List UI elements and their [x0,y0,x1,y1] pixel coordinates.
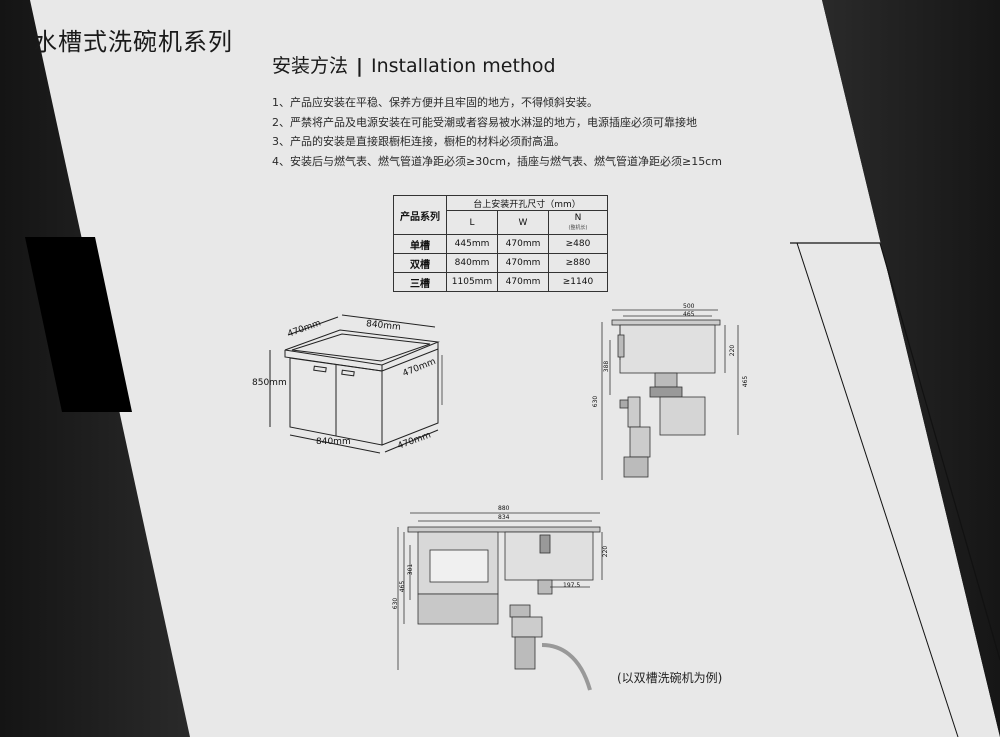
dim-388: 388 [603,360,611,373]
cell-l: 1105mm [446,272,498,292]
side-view-drawing [601,309,739,480]
table-group-header: 台上安装开孔尺寸（mm） [446,195,608,211]
column-header-l: L [446,210,498,235]
cell-w: 470mm [497,253,549,273]
left-black-block [25,237,132,412]
instruction-item: 1、产品应安装在平稳、保养方便并且牢固的地方，不得倾斜安装。 [272,96,598,109]
table-row: 单槽 445mm 470mm ≥480 [393,234,608,254]
column-header-n: N(整机长) [548,210,608,235]
section-title-cn: 安装方法 [272,55,349,77]
right-outline-frame [790,242,1000,661]
cell-w: 470mm [497,234,549,254]
cutout-size-table: 产品系列 台上安装开孔尺寸（mm） L W N(整机长) 单槽 445mm 47… [393,195,608,292]
series-title: 水槽式洗碗机系列 [33,28,233,56]
instruction-item: 3、产品的安装是直接跟橱柜连接，橱柜的材料必须耐高温。 [272,135,565,148]
column-header-n-note: (整机长) [568,224,588,231]
instruction-item: 2、严禁将产品及电源安装在可能受潮或者容易被水淋湿的地方，电源插座必须可靠接地 [272,115,697,129]
dim-width-inner: 465 [683,311,695,318]
installation-instructions: 1、产品应安装在平稳、保养方便并且牢固的地方，不得倾斜安装。 2、严禁将产品及电… [272,93,722,171]
row-name: 三槽 [393,272,447,292]
dim-height: 850mm [252,378,287,388]
dim-bottom-width: 840mm [316,437,351,447]
cell-n: ≥1140 [548,272,608,292]
dim-width-outer: 500 [683,303,695,310]
cell-w: 470mm [497,272,549,292]
dim-630: 630 [592,395,600,408]
section-title-en: Installation method [370,55,556,77]
dim-front-465: 465 [399,580,407,593]
column-header-n-label: N [574,212,582,223]
dim-front-630: 630 [392,597,400,610]
cell-n: ≥480 [548,234,608,254]
dim-front-220: 220 [602,545,610,558]
section-title: 安装方法 | Installation method [272,51,556,78]
column-header-w: W [497,210,549,235]
table-corner-header: 产品系列 [393,195,447,235]
instruction-item: 4、安装后与燃气表、燃气管道净距必须≥30cm，插座与燃气表、燃气管道净距必须≥… [272,154,722,168]
cell-l: 445mm [446,234,498,254]
cabinet-isometric-drawing [269,314,443,454]
right-dark-fill [822,0,1000,737]
figure-caption: (以双槽洗碗机为例) [617,671,723,685]
cell-l: 840mm [446,253,498,273]
table-row: 三槽 1105mm 470mm ≥1140 [393,272,608,292]
dim-front-width-inner: 834 [498,514,510,521]
dim-front-197: 197.5 [563,582,581,589]
dim-front-301: 301 [407,563,415,576]
dim-depth-top: 220 [729,344,737,357]
cell-n: ≥880 [548,253,608,273]
right-outline-inner [796,242,959,737]
row-name: 单槽 [393,234,447,254]
section-title-separator: | [356,55,363,77]
front-view-drawing [397,512,603,691]
dim-front-width-outer: 880 [498,505,510,512]
dim-465: 465 [742,375,750,388]
table-row: 双槽 840mm 470mm ≥880 [393,253,608,273]
row-name: 双槽 [393,253,447,273]
